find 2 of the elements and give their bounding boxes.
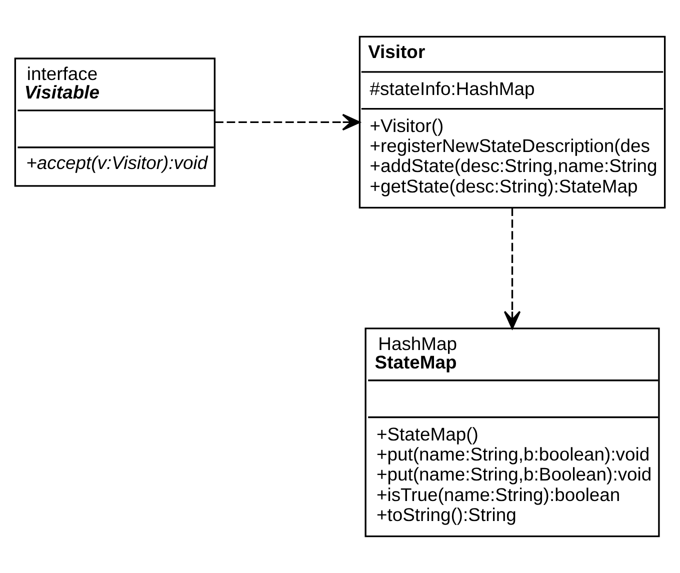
arrow: [215, 114, 360, 131]
arrow: [504, 208, 521, 330]
